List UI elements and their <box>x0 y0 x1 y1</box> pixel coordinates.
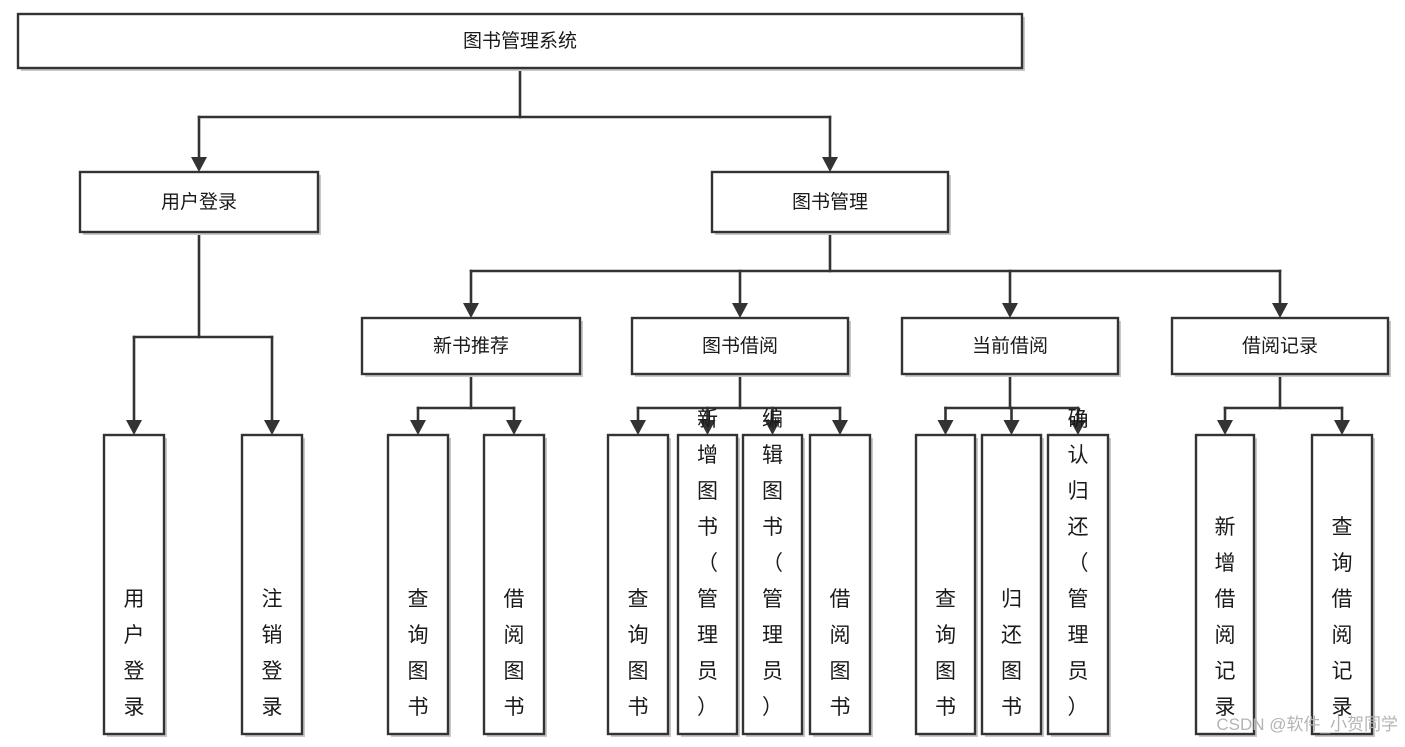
arrow-leaf-leaf-borrow-book-1-head <box>506 420 522 435</box>
node-new-book-rec-rect[interactable] <box>360 316 582 376</box>
node-leaf-edit-book[interactable]: 编辑图书（管理员） <box>741 408 805 737</box>
node-current-borrow-rect[interactable] <box>900 316 1120 376</box>
node-leaf-edit-book-rect[interactable] <box>741 433 804 736</box>
node-leaf-return-book-rect[interactable] <box>980 433 1043 736</box>
node-leaf-query-book-1-rect[interactable] <box>386 433 450 736</box>
node-book-borrow[interactable]: 图书借阅 <box>630 316 851 377</box>
node-leaf-logout-rect[interactable] <box>240 433 304 736</box>
arrow-leaf-leaf-add-book-head <box>699 420 716 435</box>
node-leaf-query-book-1[interactable]: 查询图书 <box>386 433 451 737</box>
arrow-l2-borrow-record-head <box>1272 303 1288 318</box>
node-new-book-rec[interactable]: 新书推荐 <box>360 316 583 377</box>
arrow-leaf-leaf-edit-book-head <box>764 420 781 435</box>
node-user-login-label: 用户登录 <box>161 191 237 213</box>
node-leaf-query-book-2-rect[interactable] <box>606 433 670 736</box>
connector-layer <box>126 66 1350 435</box>
node-leaf-query-book-1-label: 查询图书 <box>408 588 429 719</box>
node-leaf-confirm-return-label: 确认归还（管理员） <box>1068 408 1089 719</box>
node-borrow-record-rect[interactable] <box>1170 316 1390 376</box>
node-current-borrow[interactable]: 当前借阅 <box>900 316 1121 377</box>
node-leaf-user-login[interactable]: 用户登录 <box>102 433 167 737</box>
csdn-watermark: CSDN @软件_小贺同学 <box>1216 715 1398 734</box>
node-book-manage-rect[interactable] <box>710 170 950 234</box>
node-leaf-add-book[interactable]: 新增图书（管理员） <box>676 408 740 737</box>
node-borrow-record[interactable]: 借阅记录 <box>1170 316 1391 377</box>
arrow-l1-book-manage-head <box>822 157 838 172</box>
node-leaf-add-record-rect[interactable] <box>1194 433 1256 736</box>
node-current-borrow-label: 当前借阅 <box>972 335 1048 357</box>
node-leaf-add-book-label: 新增图书（管理员） <box>697 408 718 719</box>
node-borrow-record-label: 借阅记录 <box>1242 335 1318 357</box>
node-leaf-confirm-return[interactable]: 确认归还（管理员） <box>1046 408 1111 737</box>
node-leaf-logout-label: 注销登录 <box>262 588 283 719</box>
node-leaf-edit-book-label: 编辑图书（管理员） <box>762 408 783 719</box>
arrow-leaf-leaf-return-book-head <box>1003 420 1020 435</box>
node-leaf-borrow-book-1-rect[interactable] <box>482 433 546 736</box>
node-leaf-add-record[interactable]: 新增借阅记录 <box>1194 433 1257 737</box>
arrow-l2-current-borrow-head <box>1002 303 1018 318</box>
node-leaf-borrow-book-2-label: 借阅图书 <box>830 588 851 719</box>
node-leaf-return-book[interactable]: 归还图书 <box>980 433 1044 737</box>
node-layer: 图书管理系统用户登录图书管理新书推荐图书借阅当前借阅借阅记录用户登录注销登录查询… <box>16 12 1391 737</box>
arrow-leaf-leaf-query-book-3-head <box>937 420 954 435</box>
node-root[interactable]: 图书管理系统 <box>16 12 1025 71</box>
node-leaf-borrow-book-1[interactable]: 借阅图书 <box>482 433 547 737</box>
node-book-borrow-rect[interactable] <box>630 316 850 376</box>
node-leaf-query-book-3-label: 查询图书 <box>935 588 956 719</box>
node-leaf-query-book-2-label: 查询图书 <box>628 588 649 719</box>
node-leaf-confirm-return-rect[interactable] <box>1046 433 1110 736</box>
node-leaf-query-book-2[interactable]: 查询图书 <box>606 433 671 737</box>
node-leaf-query-book-3-rect[interactable] <box>914 433 977 736</box>
arrow-leaf-leaf-query-book-1-head <box>410 420 426 435</box>
arrow-leaf-leaf-logout-head <box>264 420 280 435</box>
arrow-leaf-leaf-query-book-2-head <box>630 420 646 435</box>
node-leaf-query-record-label: 查询借阅记录 <box>1332 516 1353 719</box>
arrow-l2-book-borrow-head <box>732 303 748 318</box>
arrow-leaf-leaf-confirm-return-head <box>1070 420 1086 435</box>
node-leaf-query-record[interactable]: 查询借阅记录 <box>1310 433 1375 737</box>
arrow-leaf-leaf-borrow-book-2-head <box>832 420 848 435</box>
arrow-l2-new-book-rec-head <box>463 303 479 318</box>
node-leaf-logout[interactable]: 注销登录 <box>240 433 305 737</box>
arrow-leaf-leaf-add-record-head <box>1217 420 1233 435</box>
node-leaf-borrow-book-2-rect[interactable] <box>808 433 872 736</box>
arrow-leaf-leaf-user-login-head <box>126 420 142 435</box>
node-book-manage-label: 图书管理 <box>792 191 868 213</box>
node-leaf-borrow-book-2[interactable]: 借阅图书 <box>808 433 873 737</box>
node-user-login-rect[interactable] <box>78 170 320 234</box>
node-leaf-query-book-3[interactable]: 查询图书 <box>914 433 978 737</box>
node-leaf-user-login-label: 用户登录 <box>124 588 145 719</box>
node-user-login[interactable]: 用户登录 <box>78 170 321 235</box>
node-new-book-rec-label: 新书推荐 <box>433 335 509 357</box>
node-book-manage[interactable]: 图书管理 <box>710 170 951 235</box>
node-leaf-user-login-rect[interactable] <box>102 433 166 736</box>
arrow-leaf-leaf-query-record-head <box>1334 420 1350 435</box>
node-leaf-return-book-label: 归还图书 <box>1001 588 1022 719</box>
node-leaf-add-record-label: 新增借阅记录 <box>1215 516 1236 719</box>
node-root-rect[interactable] <box>16 12 1024 70</box>
node-leaf-query-record-rect[interactable] <box>1310 433 1374 736</box>
node-leaf-borrow-book-1-label: 借阅图书 <box>504 588 525 719</box>
arrow-l1-user-login-head <box>191 157 207 172</box>
node-root-label: 图书管理系统 <box>463 30 577 52</box>
node-book-borrow-label: 图书借阅 <box>702 335 778 357</box>
node-leaf-add-book-rect[interactable] <box>676 433 739 736</box>
